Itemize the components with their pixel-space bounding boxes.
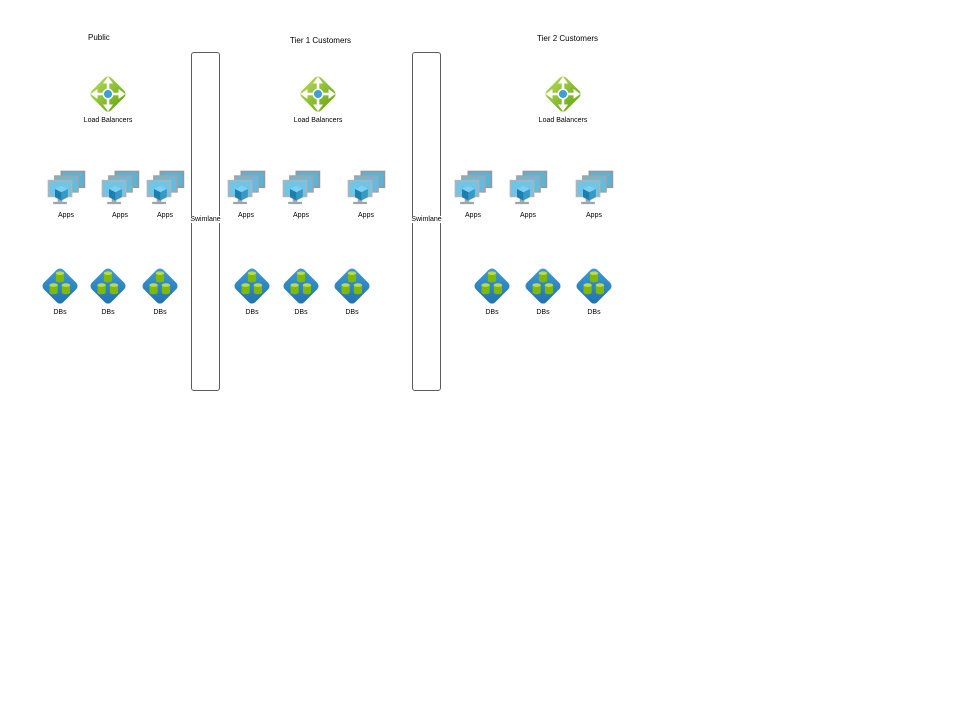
node-label: Apps <box>293 212 309 219</box>
apps-icon <box>572 167 616 211</box>
db-node[interactable]: DBs <box>511 264 575 317</box>
apps-node[interactable]: Apps <box>269 167 333 220</box>
load-balancer-icon <box>86 72 130 116</box>
database-icon <box>572 264 616 308</box>
node-label: DBs <box>345 309 359 316</box>
lane-title-tier2: Tier 2 Customers <box>537 34 599 43</box>
load-balancer-node[interactable]: Load Balancers <box>76 72 140 125</box>
node-label: DBs <box>101 309 115 316</box>
load-balancer-node[interactable]: Load Balancers <box>286 72 350 125</box>
db-node[interactable]: DBs <box>128 264 192 317</box>
apps-node[interactable]: Apps <box>34 167 98 220</box>
apps-node[interactable]: Apps <box>133 167 197 220</box>
lane-title-tier1: Tier 1 Customers <box>290 36 352 45</box>
database-icon <box>138 264 182 308</box>
db-node[interactable]: DBs <box>460 264 524 317</box>
swimlane-label: Swimlane <box>410 216 443 223</box>
node-label: Load Balancers <box>83 117 133 124</box>
apps-node[interactable]: Apps <box>88 167 152 220</box>
db-node[interactable]: DBs <box>76 264 140 317</box>
node-label: DBs <box>245 309 259 316</box>
apps-icon <box>224 167 268 211</box>
apps-icon <box>279 167 323 211</box>
db-node[interactable]: DBs <box>562 264 626 317</box>
db-node[interactable]: DBs <box>28 264 92 317</box>
database-icon <box>330 264 374 308</box>
node-label: Apps <box>157 212 173 219</box>
node-label: DBs <box>587 309 601 316</box>
database-icon <box>86 264 130 308</box>
node-label: Apps <box>520 212 536 219</box>
apps-icon <box>143 167 187 211</box>
database-icon <box>470 264 514 308</box>
swimlane[interactable]: Swimlane <box>189 52 222 391</box>
node-label: Load Balancers <box>538 117 588 124</box>
apps-node[interactable]: Apps <box>496 167 560 220</box>
db-node[interactable]: DBs <box>220 264 284 317</box>
apps-icon <box>506 167 550 211</box>
node-label: DBs <box>294 309 308 316</box>
node-label: Load Balancers <box>293 117 343 124</box>
apps-icon <box>44 167 88 211</box>
node-label: DBs <box>485 309 499 316</box>
node-label: Apps <box>358 212 374 219</box>
node-label: Apps <box>58 212 74 219</box>
load-balancer-icon <box>296 72 340 116</box>
lane-title-public: Public <box>88 33 110 42</box>
apps-node[interactable]: Apps <box>334 167 398 220</box>
database-icon <box>521 264 565 308</box>
load-balancer-icon <box>541 72 585 116</box>
node-label: Apps <box>112 212 128 219</box>
load-balancer-node[interactable]: Load Balancers <box>531 72 595 125</box>
db-node[interactable]: DBs <box>269 264 333 317</box>
database-icon <box>230 264 274 308</box>
node-label: Apps <box>238 212 254 219</box>
db-node[interactable]: DBs <box>320 264 384 317</box>
node-label: Apps <box>465 212 481 219</box>
apps-icon <box>451 167 495 211</box>
node-label: DBs <box>153 309 167 316</box>
apps-node[interactable]: Apps <box>562 167 626 220</box>
node-label: Apps <box>586 212 602 219</box>
database-icon <box>279 264 323 308</box>
apps-node[interactable]: Apps <box>441 167 505 220</box>
node-label: DBs <box>53 309 67 316</box>
apps-node[interactable]: Apps <box>214 167 278 220</box>
node-label: DBs <box>536 309 550 316</box>
apps-icon <box>344 167 388 211</box>
swimlane-label: Swimlane <box>189 216 222 223</box>
swimlane[interactable]: Swimlane <box>410 52 443 391</box>
